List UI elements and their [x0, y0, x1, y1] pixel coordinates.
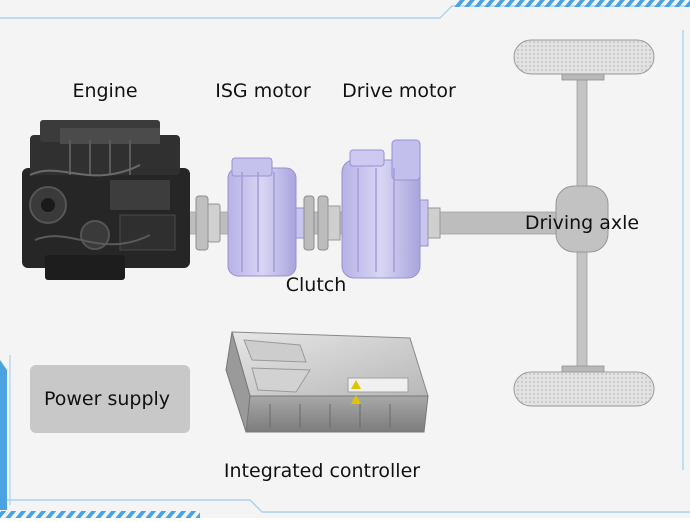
drive-motor-illustration	[341, 139, 441, 279]
isg-motor-label: ISG motor	[215, 80, 311, 102]
integrated-controller-label: Integrated controller	[224, 460, 420, 482]
wheel-bottom	[513, 371, 655, 407]
drive-motor-label: Drive motor	[342, 80, 456, 102]
integrated-controller-illustration	[225, 331, 429, 433]
power-supply-label: Power supply	[44, 388, 170, 410]
engine-label: Engine	[72, 80, 137, 102]
engine-illustration	[22, 120, 190, 280]
differential	[555, 185, 609, 253]
clutch-label: Clutch	[286, 274, 347, 296]
engine-flange	[195, 195, 221, 251]
driving-axle-assembly	[513, 39, 655, 407]
isg-motor-illustration	[227, 157, 305, 277]
power-supply-box	[30, 365, 190, 433]
wheel-top	[513, 39, 655, 75]
driving-axle-label: Driving axle	[525, 212, 639, 234]
clutch-illustration	[303, 195, 341, 251]
